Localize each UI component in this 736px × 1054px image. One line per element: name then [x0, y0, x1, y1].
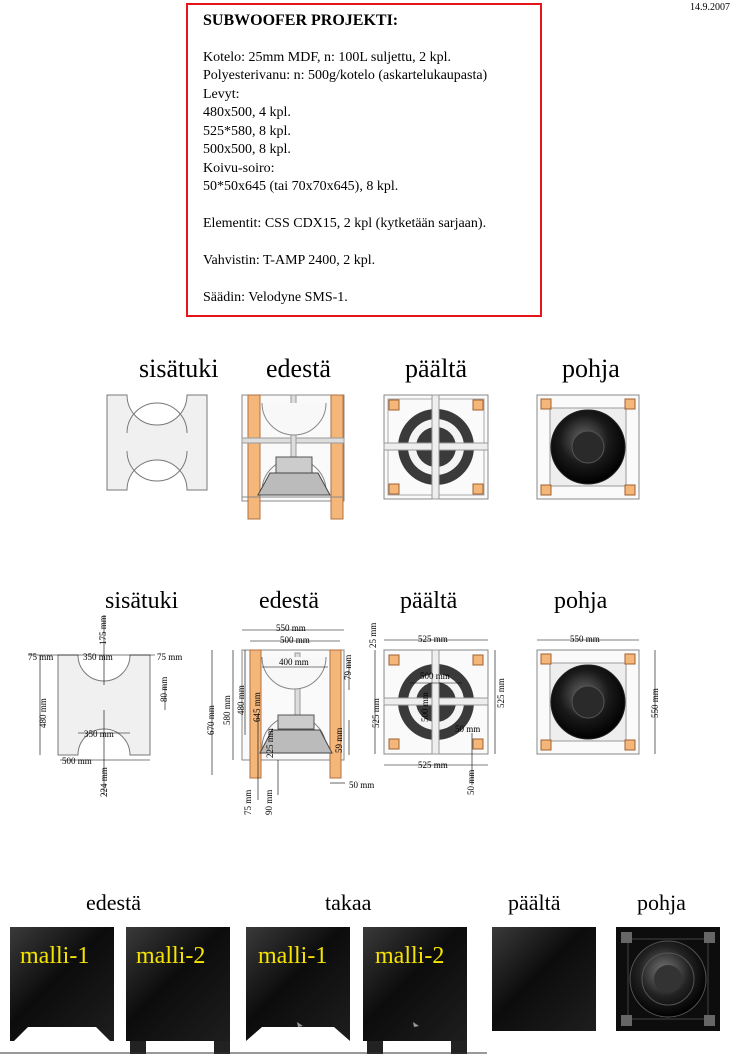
dim-inner-175: 175 mm: [98, 615, 108, 645]
spec-line: 480x500, 4 kpl.: [203, 105, 291, 120]
front-panel-model-2: malli-2: [126, 927, 230, 1041]
dim-front-79: 79 mm: [343, 654, 353, 680]
back-model-1-label: malli-1: [258, 943, 328, 969]
dim-top-25: 25 mm: [368, 622, 378, 648]
label-front-2: edestä: [259, 588, 319, 614]
back-panel-model-2: malli-2: [363, 927, 467, 1041]
dim-top-500-v: 500 mm: [420, 692, 430, 722]
bottom-view-1: [536, 394, 640, 500]
dim-bottom-550-right: 550 mm: [650, 688, 660, 718]
dim-front-550: 550 mm: [276, 623, 306, 633]
inner-support-dim-shape: [57, 654, 151, 756]
label-top-2: päältä: [400, 588, 458, 614]
dim-front-90: 90 mm: [264, 789, 274, 815]
spec-title: SUBWOOFER PROJEKTI:: [203, 12, 399, 29]
dim-inner-350-top: 350 mm: [83, 652, 113, 662]
spec-line: Kotelo: 25mm MDF, n: 100L suljettu, 2 kp…: [203, 49, 452, 65]
label-top-3: päältä: [508, 890, 561, 915]
drawings-row-2: [28, 615, 656, 800]
spec-line: 525*580, 8 kpl.: [203, 123, 291, 139]
dim-inner-75-left: 75 mm: [28, 652, 54, 662]
dim-inner-75-right: 75 mm: [157, 652, 183, 662]
spec-line: Polyesterivanu: n: 500g/kotelo (askartel…: [203, 68, 488, 83]
spec-box: SUBWOOFER PROJEKTI: Kotelo: 25mm MDF, n:…: [186, 3, 542, 317]
dim-front-50: 50 mm: [349, 780, 375, 790]
dim-top-50-h: 50 mm: [455, 724, 481, 734]
spec-line: 500x500, 8 kpl.: [203, 142, 291, 157]
model-2-label: malli-2: [136, 943, 206, 969]
label-bottom-2: pohja: [554, 588, 608, 614]
spec-line: 50*50x645 (tai 70x70x645), 8 kpl.: [203, 179, 399, 194]
dim-front-645: 645 mm: [252, 692, 262, 722]
dim-inner-500: 500 mm: [62, 756, 92, 766]
dim-front-500: 500 mm: [280, 635, 310, 645]
dim-front-580: 580 mm: [222, 695, 232, 725]
dim-front-75: 75 mm: [243, 789, 253, 815]
dim-inner-480: 480 mm: [38, 698, 48, 728]
bottom-view-2: [536, 649, 640, 755]
label-front-3: edestä: [86, 890, 141, 915]
spec-line: Koivu-soiro:: [203, 160, 275, 176]
label-top-1: päältä: [405, 354, 468, 383]
bottom-panel-speaker: [621, 932, 715, 1026]
dim-top-525-bottom: 525 mm: [418, 760, 448, 770]
front-view-1: [241, 394, 345, 520]
spec-elements: Elementit: CSS CDX15, 2 kpl (kytketään s…: [203, 216, 487, 231]
label-inner-1: sisätuki: [139, 354, 219, 383]
top-view-1: [383, 394, 489, 500]
date-stamp: 14.9.2007: [690, 2, 730, 13]
label-inner-2: sisätuki: [105, 588, 179, 614]
dim-top-50-v: 50 mm: [466, 769, 476, 795]
dim-front-480: 480 mm: [236, 685, 246, 715]
dim-inner-350-bottom: 350 mm: [84, 729, 114, 739]
dim-front-59: 59 mm: [334, 727, 344, 753]
drawings-row-1: [106, 394, 640, 520]
top-view-2: [383, 649, 489, 755]
inner-support-shape: [106, 394, 208, 491]
label-bottom-1: pohja: [562, 354, 620, 383]
dim-inner-80: 80 mm: [159, 676, 169, 702]
front-view-2: [241, 649, 345, 779]
spec-amplifier: Vahvistin: T-AMP 2400, 2 kpl.: [203, 253, 376, 268]
back-panel-model-1: malli-1: [246, 927, 350, 1041]
model-1-label: malli-1: [20, 943, 90, 969]
panel-feet-overlay: [0, 1022, 487, 1054]
dim-top-500-h: 500 mm: [420, 671, 450, 681]
front-panel-model-1: malli-1: [10, 927, 114, 1041]
dim-front-225: 225 mm: [265, 728, 275, 758]
dim-top-525-top: 525 mm: [418, 634, 448, 644]
dim-top-525-left: 525 mm: [371, 698, 381, 728]
spec-line: Levyt:: [203, 86, 240, 102]
dim-front-670: 670 mm: [206, 705, 216, 735]
dim-inner-224: 224 mm: [99, 767, 109, 797]
label-front-1: edestä: [266, 354, 331, 383]
dim-front-400: 400 mm: [279, 657, 309, 667]
top-panel: [492, 927, 596, 1031]
spec-controller: Säädin: Velodyne SMS-1.: [203, 290, 348, 305]
dim-bottom-550-top: 550 mm: [570, 634, 600, 644]
label-back-3: takaa: [325, 890, 372, 915]
back-model-2-label: malli-2: [375, 943, 445, 969]
dim-top-525-right: 525 mm: [496, 678, 506, 708]
label-bottom-3: pohja: [637, 890, 686, 915]
